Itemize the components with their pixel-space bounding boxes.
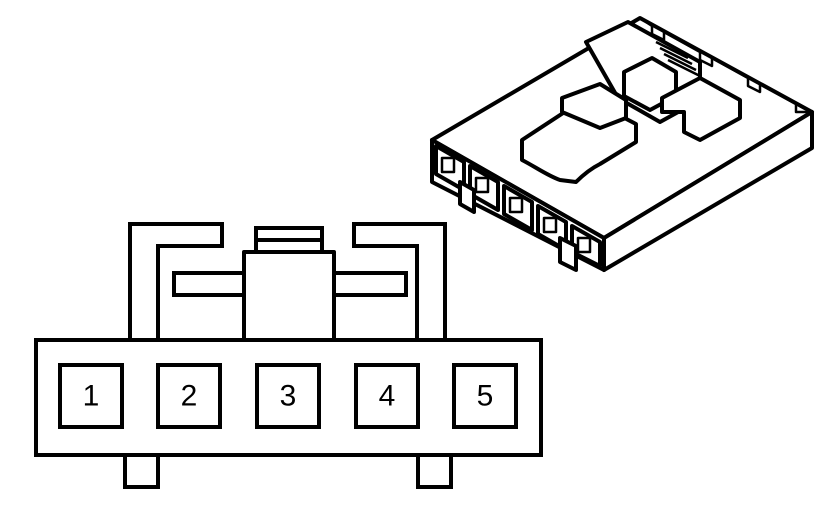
- iso-latch-side-post: [660, 76, 742, 142]
- iso-latch-ribs: [655, 40, 701, 78]
- pin-label-2: 2: [181, 380, 198, 413]
- pin-label-1: 1: [83, 380, 100, 413]
- connector-face-view: 1 2 3 4 5: [34, 222, 543, 489]
- pin-label-3: 3: [280, 380, 297, 413]
- latch-frame-outer: [128, 222, 224, 342]
- bottom-key-left: [123, 453, 160, 489]
- pin-label-5: 5: [477, 380, 494, 413]
- iso-lever-head: [560, 82, 628, 130]
- pin-cavity-5: [452, 363, 518, 429]
- iso-key-right: [558, 236, 578, 272]
- iso-key-left: [458, 180, 476, 214]
- pin-cavity-4: [354, 363, 420, 429]
- connector-body: [34, 338, 543, 457]
- pin-cavity-2: [156, 363, 222, 429]
- pin-label-4: 4: [379, 380, 396, 413]
- pin-cavity-3: [255, 363, 321, 429]
- latch-tab: [242, 250, 336, 342]
- bottom-key-right: [416, 453, 453, 489]
- connector-isometric-view: [430, 16, 814, 272]
- iso-right-face: [602, 110, 814, 272]
- pin-cavity-1: [58, 363, 124, 429]
- latch-frame-outer-right: [352, 222, 447, 342]
